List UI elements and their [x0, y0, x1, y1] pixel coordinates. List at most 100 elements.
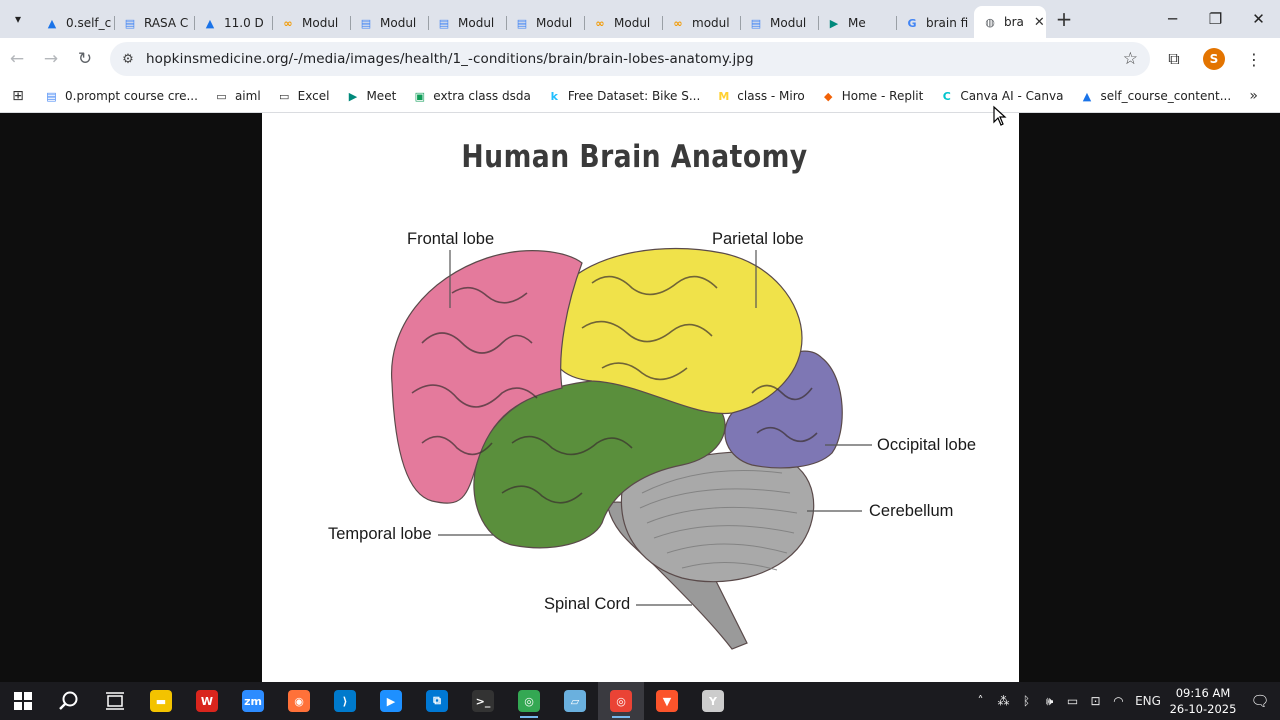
gyri-texture: [411, 275, 818, 504]
tab-title: Modul: [536, 16, 573, 30]
start-windows-icon[interactable]: [0, 682, 46, 720]
chrome-icon: ◎: [518, 690, 540, 712]
google-drive-icon: ▲: [1082, 89, 1092, 103]
forward-arrow-icon[interactable]: →: [43, 49, 59, 69]
tab-search-chevron-icon[interactable]: ▾: [14, 12, 22, 26]
taskbar-postman-button[interactable]: Y: [690, 682, 736, 720]
tab-title: Modul: [302, 16, 339, 30]
site-info-icon[interactable]: ⚙: [122, 51, 134, 67]
taskbar-terminal-button[interactable]: >_: [460, 682, 506, 720]
bookmark-label: Free Dataset: Bike S...: [567, 89, 701, 103]
brave-icon: ▼: [656, 690, 678, 712]
reload-icon[interactable]: ↻: [77, 49, 93, 69]
leader-lines: [438, 250, 872, 606]
show-hidden-icons-chevron-icon[interactable]: ˄: [977, 694, 984, 708]
address-bar[interactable]: ⚙ hopkinsmedicine.org/-/media/images/hea…: [110, 42, 1150, 76]
google-docs-icon: ▤: [516, 16, 528, 30]
kaggle-icon: k: [550, 89, 558, 103]
taskbar-media-player-button[interactable]: ▶: [368, 682, 414, 720]
bookmark-item[interactable]: ▲ self_course_content...: [1071, 89, 1239, 104]
taskbar-file-explorer-button[interactable]: ▬: [138, 682, 184, 720]
taskbar-firefox-button[interactable]: ◉: [276, 682, 322, 720]
taskbar-chrome-button[interactable]: ◎: [598, 682, 644, 720]
tray-app-icon[interactable]: ⁂: [997, 694, 1010, 708]
browser-tab[interactable]: ∞ Modul: [272, 8, 350, 38]
back-arrow-icon[interactable]: ←: [9, 49, 25, 69]
url-text[interactable]: hopkinsmedicine.org/-/media/images/healt…: [146, 51, 754, 67]
notification-center-icon[interactable]: 🗨: [1250, 692, 1270, 710]
taskbar-remote-desktop-button[interactable]: ⧉: [414, 682, 460, 720]
taskbar-wps-office-button[interactable]: W: [184, 682, 230, 720]
coursera-icon: ∞: [673, 16, 683, 30]
language-indicator[interactable]: ENG: [1135, 694, 1161, 708]
file-explorer-icon: ▬: [150, 690, 172, 712]
bookmark-item[interactable]: ▭aiml: [206, 89, 269, 104]
bookmark-item[interactable]: ▣extra class dsda: [404, 89, 539, 104]
task-view-icon[interactable]: [92, 682, 138, 720]
bookmarks-overflow-icon[interactable]: »: [1249, 88, 1258, 104]
google-drive-icon: ▲: [47, 16, 57, 30]
miro-icon: M: [718, 89, 730, 103]
bookmark-item[interactable]: k Free Dataset: Bike S...: [539, 89, 708, 104]
browser-tab[interactable]: ◍ bra ✕: [974, 6, 1046, 38]
meet-now-icon[interactable]: ⊡: [1090, 694, 1101, 708]
wps-office-icon: W: [196, 690, 218, 712]
clock[interactable]: 09:16 AM 26-10-2025: [1166, 685, 1240, 717]
taskbar-zoom-button[interactable]: zm: [230, 682, 276, 720]
extensions-puzzle-icon[interactable]: ⧉: [1168, 49, 1180, 68]
volume-icon[interactable]: 🕪: [1045, 693, 1054, 708]
google-docs-icon: ▤: [438, 16, 450, 30]
wifi-icon[interactable]: ◠: [1113, 694, 1124, 708]
bookmark-item[interactable]: ◆Home - Replit: [813, 89, 932, 104]
taskbar-vscode-button[interactable]: ⟩: [322, 682, 368, 720]
postman-icon: Y: [702, 690, 724, 712]
profile-button[interactable]: S: [1196, 41, 1232, 77]
bookmark-item[interactable]: ▭Excel: [269, 89, 338, 104]
search-icon[interactable]: [46, 682, 92, 720]
browser-tab[interactable]: ▤RASA C: [114, 8, 194, 38]
taskbar-chrome-button[interactable]: ◎: [506, 682, 552, 720]
close-window-icon[interactable]: ✕: [1252, 10, 1265, 28]
apps-grid-icon[interactable]: ⊞: [12, 88, 24, 104]
canva-icon: C: [942, 89, 951, 103]
minimize-icon[interactable]: ─: [1167, 10, 1178, 28]
restore-icon[interactable]: ❐: [1208, 10, 1223, 28]
bookmark-item[interactable]: ▤0.prompt course cre...: [36, 89, 206, 104]
bookmark-label: self_course_content...: [1100, 89, 1232, 103]
zoom-icon: zm: [242, 690, 264, 712]
browser-tab[interactable]: ▤Modul: [740, 8, 818, 38]
globe-icon: ◍: [985, 15, 995, 29]
temporal-lobe-label: Temporal lobe: [328, 525, 432, 543]
browser-tab[interactable]: ∞Modul: [584, 8, 662, 38]
google-search-icon: G: [907, 16, 917, 30]
taskbar-notepad-button[interactable]: ▱: [552, 682, 598, 720]
browser-tab[interactable]: ▤Modul: [350, 8, 428, 38]
browser-tab[interactable]: ▲11.0 D: [194, 8, 272, 38]
tab-title: Modul: [458, 16, 495, 30]
tab-title: bra: [1004, 15, 1024, 29]
terminal-icon: >_: [472, 690, 494, 712]
coursera-icon: ∞: [283, 16, 293, 30]
bookmark-item[interactable]: ▶Meet: [337, 89, 404, 104]
browser-tab[interactable]: ▤ Modul: [506, 8, 584, 38]
close-tab-icon[interactable]: ✕: [1033, 14, 1045, 30]
tab-title: Modul: [380, 16, 417, 30]
taskbar-brave-button[interactable]: ▼: [644, 682, 690, 720]
page-viewport: Human Brain Anatomy: [0, 113, 1280, 682]
bookmark-star-icon[interactable]: ☆: [1122, 49, 1138, 69]
google-classroom-icon: ▣: [414, 89, 425, 103]
bluetooth-icon[interactable]: ᛒ: [1022, 694, 1031, 708]
bookmark-label: 0.prompt course cre...: [65, 89, 198, 103]
browser-tab[interactable]: ▶Me: [818, 8, 896, 38]
browser-tab[interactable]: ▤ Modul: [428, 8, 506, 38]
browser-tab[interactable]: ∞modul: [662, 8, 740, 38]
kebab-menu-icon[interactable]: ⋮: [1246, 49, 1262, 69]
browser-tab[interactable]: ▲0.self_c: [36, 8, 114, 38]
new-tab-plus-icon[interactable]: +: [1055, 7, 1073, 31]
battery-icon[interactable]: ▭: [1066, 694, 1079, 708]
parietal-lobe-label: Parietal lobe: [712, 230, 804, 248]
